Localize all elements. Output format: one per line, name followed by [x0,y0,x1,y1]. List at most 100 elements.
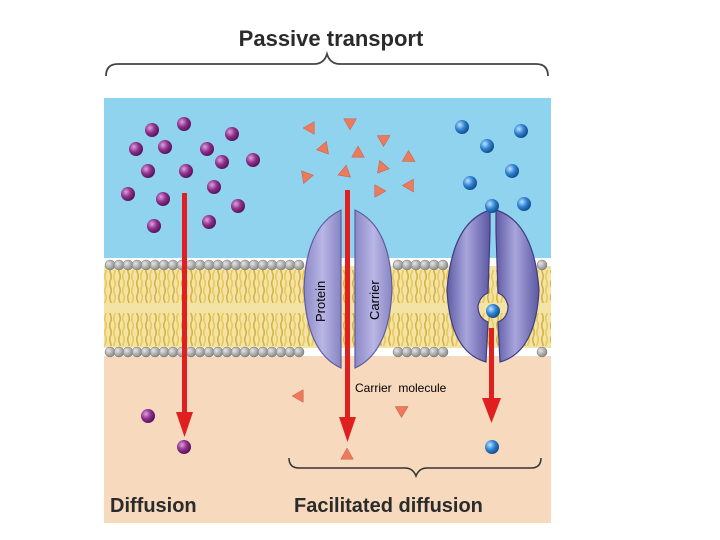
channel-protein [303,209,393,369]
phospholipid-head [158,259,170,271]
top-bracket [105,50,549,77]
phospholipid-head [203,346,215,358]
purple-molecule [225,127,239,141]
phospholipid-head [194,259,206,271]
diffusing-molecules [121,117,260,454]
phospholipid-head [149,346,161,358]
phospholipid-head [392,259,404,271]
blue-molecule [463,176,477,190]
phospholipid-head [149,259,161,271]
phospholipid-head [437,259,449,271]
purple-molecule [177,440,191,454]
phospholipid-head [275,346,287,358]
carrier-transported-molecules [455,120,531,454]
facilitated-diffusion-label: Facilitated diffusion [294,495,483,517]
purple-molecule [141,409,155,423]
orange-molecule [351,145,365,158]
purple-molecule [156,192,170,206]
orange-molecule [301,170,314,185]
orange-molecule [394,406,409,419]
phospholipid-head [194,346,206,358]
phospholipid-head [284,259,296,271]
phospholipid-head [230,259,242,271]
phospholipid-head [185,346,197,358]
phospholipid-head [122,259,134,271]
purple-molecule [129,142,143,156]
phospholipid-head [221,259,233,271]
blue-molecule [455,120,469,134]
purple-molecule [121,187,135,201]
orange-molecule [343,118,357,131]
carrier-arrow [482,328,501,423]
phospholipid-head [401,346,413,358]
phospholipid-head [212,346,224,358]
phospholipid-head [392,346,404,358]
phospholipid-head [131,346,143,358]
orange-molecule [337,164,351,178]
orange-molecule [316,140,329,155]
phospholipid-head [293,259,305,271]
phospholipid-head [230,346,242,358]
phospholipid-head [212,259,224,271]
phospholipid-head [428,259,440,271]
purple-molecule [231,199,245,213]
phospholipid-head [122,346,134,358]
phospholipid-head [419,259,431,271]
blue-molecule [486,304,500,318]
phospholipid-head [113,346,125,358]
phospholipid-head [401,259,413,271]
blue-molecule [517,197,531,211]
phospholipid-head [113,259,125,271]
carrier-protein [446,209,540,363]
phospholipid-head [248,346,260,358]
purple-molecule [147,219,161,233]
orange-molecule [401,149,416,162]
phospholipid-head [419,346,431,358]
purple-molecule [207,180,221,194]
orange-molecule [302,121,315,135]
phospholipid-head [203,259,215,271]
phospholipid-head [104,259,116,271]
phospholipid-head [536,346,548,358]
carrier-label: Carrier [367,280,382,320]
phospholipid-head [131,259,143,271]
purple-molecule [246,153,260,167]
blue-molecule [514,124,528,138]
purple-molecule [215,155,229,169]
orange-molecule [377,159,390,174]
intracellular-region [104,356,551,523]
purple-molecule [158,140,172,154]
orange-molecule [291,389,304,403]
phospholipid-head [221,346,233,358]
phospholipid-head [293,346,305,358]
phospholipid-head [266,259,278,271]
purple-molecule [145,123,159,137]
purple-molecule [179,164,193,178]
protein-label: Protein [313,281,328,322]
phospholipid-head [185,259,197,271]
phospholipid-head [284,346,296,358]
orange-molecule [340,447,354,460]
channel-arrow [339,190,356,442]
diagram-title: Passive transport [239,26,424,51]
phospholipid-head [239,346,251,358]
phospholipid-head [428,346,440,358]
phospholipid-head [158,346,170,358]
diffusion-label: Diffusion [110,495,197,517]
phospholipid-head [140,346,152,358]
blue-molecule [505,164,519,178]
phospholipid-head [167,259,179,271]
phospholipid-head [266,346,278,358]
orange-molecule [401,178,414,193]
purple-molecule [141,164,155,178]
blue-molecule [485,440,499,454]
phospholipid-head [410,346,422,358]
phospholipid-head [410,259,422,271]
phospholipid-head [275,259,287,271]
phospholipid-head [437,346,449,358]
purple-molecule [177,117,191,131]
phospholipid-head [248,259,260,271]
orange-molecule [374,184,387,198]
diffusion-arrow [176,193,193,437]
phospholipid-head [257,346,269,358]
